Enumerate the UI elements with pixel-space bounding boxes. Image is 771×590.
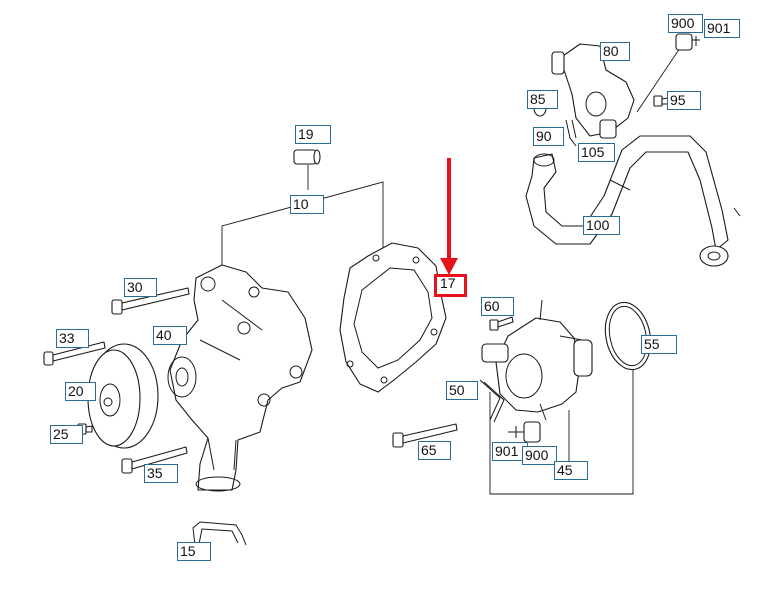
thermostat-connector-part	[551, 43, 635, 139]
gasket-part	[339, 242, 447, 393]
clip-90-part	[565, 119, 577, 147]
callout-33[interactable]: 33	[56, 329, 89, 348]
callout-17-highlighted[interactable]: 17	[434, 274, 467, 297]
callout-20[interactable]: 20	[65, 382, 96, 401]
callout-50[interactable]: 50	[446, 381, 478, 400]
sensor-part	[675, 33, 700, 51]
callout-95[interactable]: 95	[667, 91, 701, 110]
callout-901-bottom[interactable]: 901	[492, 442, 528, 461]
seal-ring-part	[604, 301, 652, 371]
callout-90[interactable]: 90	[533, 127, 564, 146]
callout-65[interactable]: 65	[418, 441, 451, 460]
pin-part	[293, 149, 321, 165]
callout-900-bottom[interactable]: 900	[522, 446, 557, 465]
callout-15[interactable]: 15	[177, 542, 211, 561]
coolant-pipe-part	[525, 135, 741, 267]
o-ring-part	[479, 379, 505, 423]
callout-30[interactable]: 30	[124, 278, 157, 297]
callout-60[interactable]: 60	[481, 297, 514, 316]
callout-80[interactable]: 80	[600, 42, 630, 61]
callout-55[interactable]: 55	[641, 335, 677, 354]
callout-900-top[interactable]: 900	[668, 14, 703, 33]
callout-901-top[interactable]: 901	[704, 19, 740, 38]
callout-105[interactable]: 105	[578, 143, 615, 162]
callout-10[interactable]: 10	[290, 195, 324, 214]
bolts	[43, 95, 669, 474]
water-pump-housing-part	[167, 264, 313, 492]
pulley-part	[87, 343, 159, 449]
callout-25[interactable]: 25	[50, 425, 83, 444]
callout-19[interactable]: 19	[295, 125, 331, 144]
callout-35[interactable]: 35	[144, 464, 178, 483]
thermostat-housing-part	[481, 299, 593, 443]
clip-part	[192, 521, 247, 546]
callout-45[interactable]: 45	[554, 461, 588, 480]
callout-100[interactable]: 100	[583, 216, 620, 235]
callout-40[interactable]: 40	[153, 326, 187, 345]
callout-85[interactable]: 85	[527, 90, 558, 109]
